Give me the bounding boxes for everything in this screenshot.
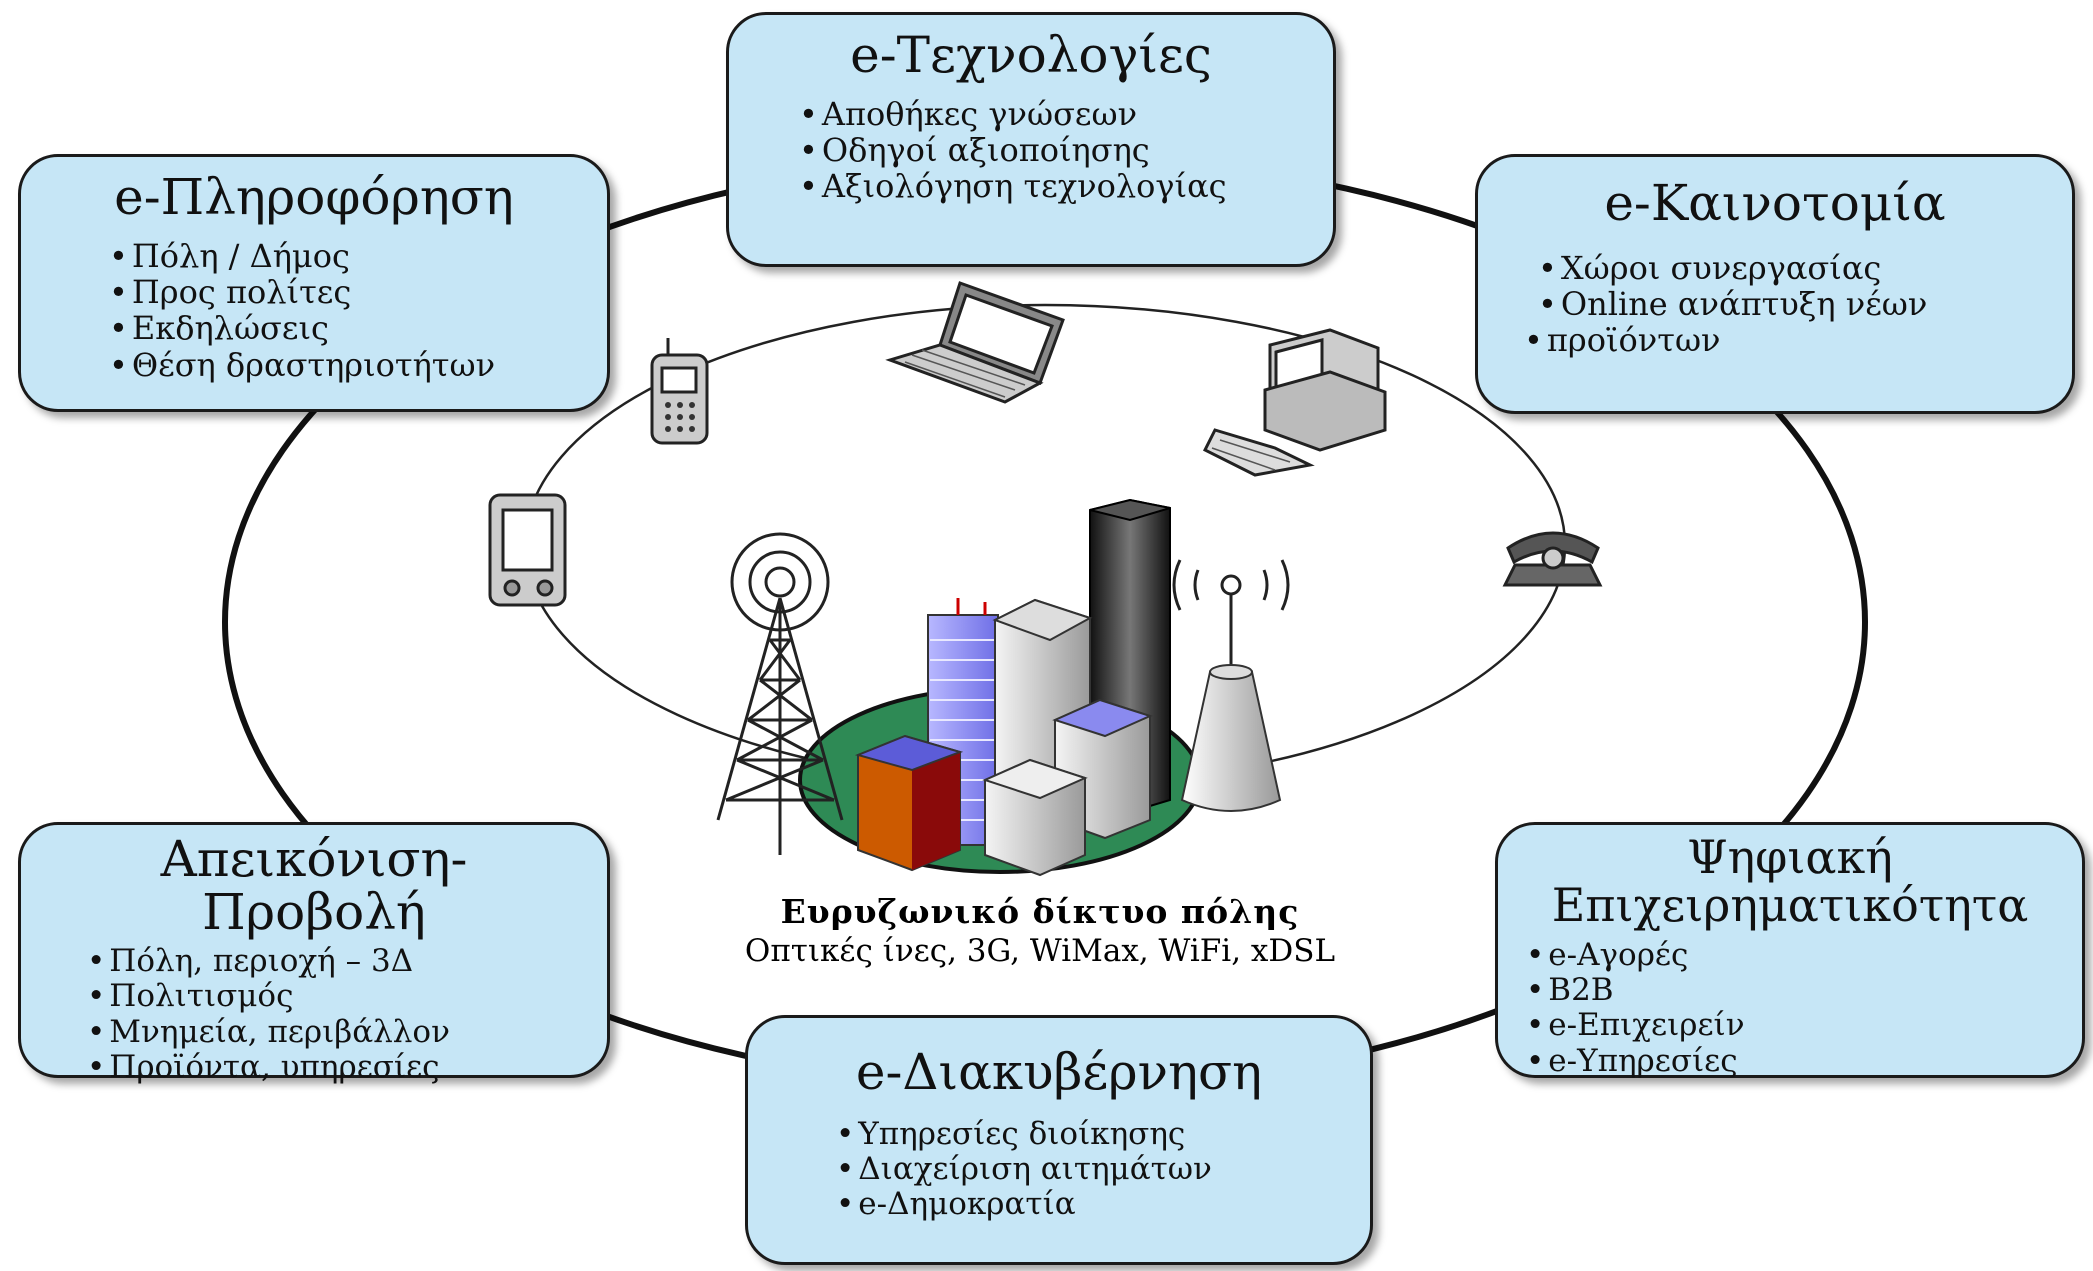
- list-item: Υπηρεσίες διοίκησης: [836, 1116, 1370, 1152]
- telephone-icon: [1502, 531, 1603, 587]
- laptop-icon: [885, 281, 1065, 404]
- box-title: Απεικόνιση- Προβολή: [21, 833, 607, 938]
- box-title-line-2: Επιχειρηματικότητα: [1551, 878, 2029, 933]
- box-item-list: Πόλη, περιοχή – 3Δ Πολιτισμός Μνημεία, π…: [87, 943, 607, 1085]
- list-item: Πόλη / Δήμος: [109, 237, 607, 274]
- list-item: B2B: [1526, 972, 2082, 1008]
- list-item: e-Αγορές: [1526, 937, 2082, 973]
- box-e-governance: e-Διακυβέρνηση Υπηρεσίες διοίκησης Διαχε…: [745, 1015, 1373, 1265]
- box-item-list: Αποθήκες γνώσεων Οδηγοί αξιοποίησης Αξιο…: [799, 95, 1333, 205]
- box-item-list: Χώροι συνεργασίας Online ανάπτυξη νέων π…: [1538, 249, 2072, 359]
- box-digital-entrepreneurship: Ψηφιακή Επιχειρηματικότητα e-Αγορές B2B …: [1495, 822, 2085, 1078]
- city-buildings-icon: [798, 498, 1202, 877]
- list-item: Εκδηλώσεις: [109, 310, 607, 347]
- center-subtitle: Οπτικές ίνες, 3G, WiMax, WiFi, xDSL: [744, 933, 1336, 969]
- box-title: e-Τεχνολογίες: [850, 26, 1212, 84]
- box-title: e-Πληροφόρηση: [114, 168, 514, 226]
- list-item: Αποθήκες γνώσεων: [799, 95, 1333, 132]
- list-item: Διαχείριση αιτημάτων: [836, 1151, 1370, 1187]
- box-title: Ψηφιακή Επιχειρηματικότητα: [1498, 833, 2082, 930]
- box-item-list: Υπηρεσίες διοίκησης Διαχείριση αιτημάτων…: [836, 1116, 1370, 1223]
- box-title-line-1: Απεικόνιση-: [160, 830, 468, 888]
- list-item: e-Υπηρεσίες: [1526, 1043, 2082, 1079]
- box-item-list: e-Αγορές B2B e-Επιχειρείν e-Υπηρεσίες: [1526, 937, 2082, 1079]
- list-item: Προς πολίτες: [109, 273, 607, 310]
- radio-tower-icon: [716, 532, 844, 855]
- list-item: Πόλη, περιοχή – 3Δ: [87, 943, 607, 979]
- list-item: Χώροι συνεργασίας: [1538, 249, 2072, 286]
- box-title: e-Καινοτομία: [1604, 174, 1946, 232]
- box-title-line-2: Προβολή: [202, 882, 426, 941]
- box-visualization: Απεικόνιση- Προβολή Πόλη, περιοχή – 3Δ Π…: [18, 822, 610, 1085]
- center-network-label: Ευρυζωνικό δίκτυο πόλης Οπτικές ίνες, 3G…: [660, 892, 1420, 969]
- list-item: Προϊόντα, υπηρεσίες: [87, 1049, 607, 1085]
- desktop-computer-icon: [1202, 328, 1387, 477]
- pda-icon: [488, 493, 567, 607]
- list-item: Μνημεία, περιβάλλον: [87, 1014, 607, 1050]
- box-e-technologies: e-Τεχνολογίες Αποθήκες γνώσεων Οδηγοί αξ…: [726, 12, 1336, 267]
- list-item: Online ανάπτυξη νέων: [1538, 285, 2072, 322]
- box-item-list: Πόλη / Δήμος Προς πολίτες Εκδηλώσεις Θέσ…: [109, 237, 607, 383]
- list-item: Αξιολόγηση τεχνολογίας: [799, 168, 1333, 205]
- box-title: e-Διακυβέρνηση: [855, 1043, 1263, 1101]
- center-title: Ευρυζωνικό δίκτυο πόλης: [780, 892, 1300, 931]
- box-title-line-1: Ψηφιακή: [1687, 830, 1893, 884]
- antenna-icon: [1172, 559, 1290, 812]
- list-item: e-Επιχειρείν: [1526, 1007, 2082, 1043]
- list-item: Θέση δραστηριοτήτων: [109, 346, 607, 383]
- list-item: Οδηγοί αξιοποίησης: [799, 131, 1333, 168]
- mobile-phone-icon: [650, 338, 709, 445]
- list-item: Πολιτισμός: [87, 978, 607, 1014]
- box-e-information: e-Πληροφόρηση Πόλη / Δήμος Προς πολίτες …: [18, 154, 610, 412]
- box-e-innovation: e-Καινοτομία Χώροι συνεργασίας Online αν…: [1475, 154, 2075, 414]
- list-item: προϊόντων: [1524, 322, 2072, 359]
- list-item: e-Δημοκρατία: [836, 1186, 1370, 1222]
